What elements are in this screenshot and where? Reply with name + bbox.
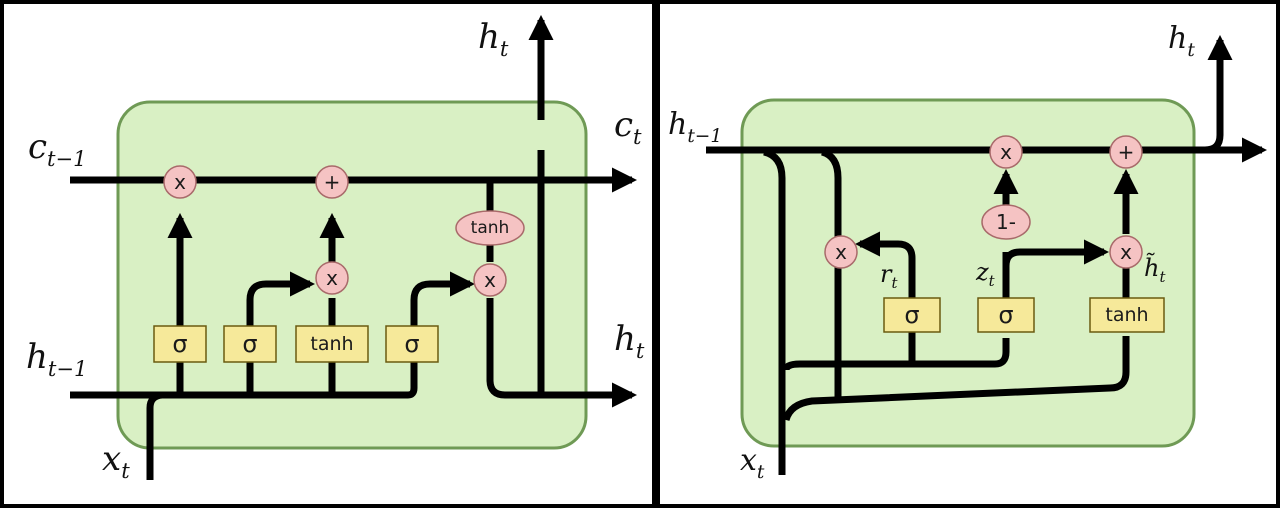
lstm-output-gate: σ xyxy=(385,325,439,363)
svg-text:1-: 1- xyxy=(996,210,1016,234)
gru-z-label: zt xyxy=(975,258,995,290)
svg-text:x: x xyxy=(326,266,338,290)
gru-reset-multiply-op: x xyxy=(824,235,858,269)
lstm-c-next-label: ct xyxy=(614,105,642,149)
gru-x-to-candidate xyxy=(782,336,1130,422)
svg-text:x: x xyxy=(174,170,186,194)
svg-text:σ: σ xyxy=(404,330,419,358)
gru-r-label: rt xyxy=(880,260,897,292)
lstm-x-in-label: xt xyxy=(102,439,130,483)
svg-text:tanh: tanh xyxy=(310,333,353,355)
lstm-output-path xyxy=(486,298,638,408)
gru-h-tilde-label: h̃t xyxy=(1144,253,1165,286)
gru-z-to-update xyxy=(1002,239,1110,267)
lstm-input-gate-path xyxy=(246,271,316,395)
lstm-h-out-right-label: ht xyxy=(614,319,645,363)
gru-candidate-multiply-op: x xyxy=(1109,235,1143,269)
gru-x-in-label: xt xyxy=(740,443,765,483)
gru-candidate-gate: tanh xyxy=(1089,297,1165,333)
gru-hidden-branch-inner xyxy=(820,148,842,398)
lstm-tanh-op: tanh xyxy=(455,210,525,246)
lstm-c-prev-label: ct−1 xyxy=(28,127,87,171)
svg-text:+: + xyxy=(1118,140,1135,164)
lstm-input-gate: σ xyxy=(223,325,277,363)
svg-text:σ: σ xyxy=(998,301,1013,329)
svg-text:σ: σ xyxy=(242,330,257,358)
svg-text:x: x xyxy=(1000,140,1012,164)
lstm-candidate-gate: tanh xyxy=(295,325,369,363)
gru-output-up xyxy=(1204,34,1233,154)
svg-text:x: x xyxy=(835,240,847,264)
gru-hidden-branch-outer xyxy=(763,148,786,475)
lstm-input-multiply-op: x xyxy=(315,261,349,295)
gru-add-op: + xyxy=(1109,135,1143,169)
gru-h-out-label: ht xyxy=(1168,21,1195,61)
lstm-panel: σ σ tanh σ x + x tanh xyxy=(0,0,656,508)
lstm-x-input-line xyxy=(146,391,163,480)
gru-cell-body xyxy=(740,98,1196,448)
lstm-h-out-top-label: ht xyxy=(478,17,509,61)
gru-update-gate: σ xyxy=(977,297,1035,333)
gru-x-to-gates xyxy=(782,338,1010,371)
lstm-h-prev-label: ht−1 xyxy=(26,337,87,381)
svg-text:x: x xyxy=(484,268,496,292)
lstm-forget-gate: σ xyxy=(153,325,207,363)
gru-connections xyxy=(706,34,1268,475)
svg-text:σ: σ xyxy=(172,330,187,358)
lstm-output-multiply-op: x xyxy=(473,263,507,297)
svg-text:x: x xyxy=(1120,240,1132,264)
gru-reset-gate: σ xyxy=(883,297,941,333)
gru-r-gate-path xyxy=(854,231,916,364)
gru-update-multiply-op: x xyxy=(989,135,1023,169)
gru-h-prev-label: ht−1 xyxy=(668,107,722,147)
lstm-add-op: + xyxy=(315,165,349,199)
gru-panel: σ σ tanh x 1- x x + xyxy=(656,0,1280,508)
lstm-forget-multiply-op: x xyxy=(163,165,197,199)
gru-one-minus-op: 1- xyxy=(981,204,1031,240)
svg-text:tanh: tanh xyxy=(471,218,510,238)
svg-text:σ: σ xyxy=(904,301,919,329)
svg-text:tanh: tanh xyxy=(1105,304,1148,326)
lstm-connections xyxy=(70,14,638,480)
svg-text:+: + xyxy=(324,170,341,194)
